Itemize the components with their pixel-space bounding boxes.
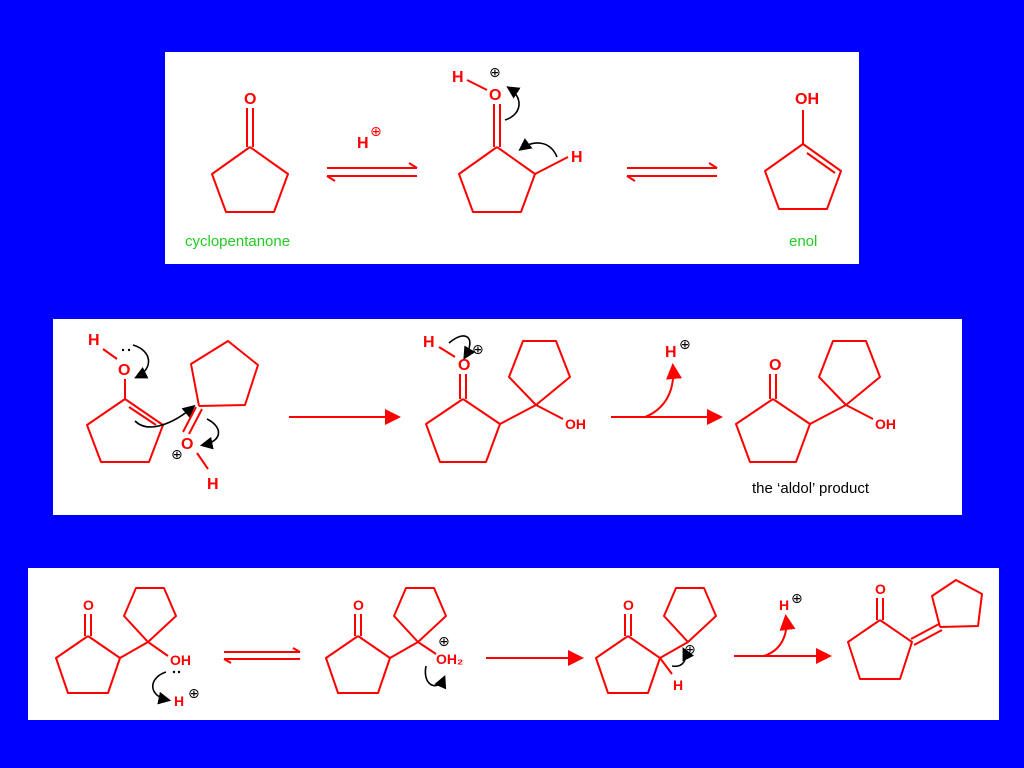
hydrogen-atom: H [207,476,219,493]
protonated-cyclopentanone: O H ⊕ [171,340,259,493]
ring-right [508,340,571,406]
panel-dehydration: O OH H ⊕ O OH₂ ⊕ O H [28,568,999,720]
oxygen-atom: O [118,362,130,379]
ring-bonds [764,143,842,210]
positive-charge: ⊕ [472,342,484,358]
equilibrium-arrow-1: H ⊕ [326,124,418,182]
equilibrium-arrow-3 [223,647,301,664]
deprotonation-arrow: H ⊕ [611,337,723,425]
proton-label: H [779,597,789,613]
cyclopentanone-molecule: O cyclopentanone [185,91,290,250]
protonated-alcohol: O OH₂ ⊕ [325,587,463,694]
enol-molecule: OH enol [764,91,842,250]
ring-bonds [190,340,259,407]
oxygen-atom: O [623,597,634,613]
proton-label: H [665,344,677,361]
curly-arrow-lone-pair [132,344,150,379]
oxygen-atom: O [244,91,256,108]
hydrogen-atom: H [452,69,464,86]
hydrogen-atom: H [571,149,583,166]
panel-aldol-addition: O H O H ⊕ O H ⊕ OH H ⊕ [53,319,962,515]
curly-arrow-protonation [151,671,172,705]
hydroxyl-group: OH [170,652,191,668]
panel1-svg: O cyclopentanone H ⊕ O H ⊕ H OH enol [185,65,842,250]
curly-arrow-c-h [518,138,558,158]
ring-bonds [458,146,536,213]
hydroxyl-group: OH [875,416,896,432]
oxygen-atom: O [83,597,94,613]
aldol-product-label: the ‘aldol’ product [752,480,870,497]
curly-arrow-o-h [504,86,521,121]
proton-label: H [174,693,184,709]
aldol-reactant: O OH H ⊕ [55,587,200,709]
ring-bonds [86,398,164,463]
positive-charge: ⊕ [489,65,501,81]
oxygen-atom: O [489,87,501,104]
hydroxyl-group: OH [565,416,586,432]
hydroxyl-group: OH [795,91,819,108]
oxygen-atom: O [458,357,470,374]
ring-right [931,579,983,628]
oxygen-atom: O [353,597,364,613]
panel2-svg: O H O H ⊕ O H ⊕ OH H ⊕ [86,332,896,497]
ring-right [123,587,177,643]
ring-left [595,635,661,694]
curly-arrow-double-bond [134,404,196,428]
ring-bonds [211,146,289,213]
ring-right [663,587,717,643]
positive-charge: ⊕ [791,591,803,607]
oxygen-atom: O [181,436,193,453]
enol-label: enol [789,233,817,250]
positive-charge: ⊕ [370,124,382,140]
enone-product: O [847,579,983,680]
panel3-svg: O OH H ⊕ O OH₂ ⊕ O H [55,579,983,709]
curly-arrow-carbonyl [199,418,220,450]
water-group: OH₂ [436,651,463,667]
positive-charge: ⊕ [171,447,183,463]
cyclopentanone-label: cyclopentanone [185,233,290,250]
equilibrium-arrow-2 [626,162,718,182]
panel-keto-enol-tautomerism: O cyclopentanone H ⊕ O H ⊕ H OH enol [165,52,859,264]
hydrogen-atom: H [88,332,100,349]
curly-arrow-leaving-group [424,665,447,690]
hydrogen-atom: H [673,677,683,693]
positive-charge: ⊕ [438,634,450,650]
deprotonation-arrow-2: H ⊕ [734,591,832,664]
positive-charge: ⊕ [679,337,691,353]
proton-label: H [357,135,369,152]
ring-left [735,398,811,463]
positive-charge: ⊕ [188,686,200,702]
ring-left [325,635,391,694]
oxygen-atom: O [875,581,886,597]
oxygen-atom: O [769,357,781,374]
curly-arrow-elimination [671,647,695,668]
curly-arrow-oh [448,335,476,360]
ring-left [847,619,913,680]
protonated-aldol-intermediate: O H ⊕ OH [423,334,586,463]
ring-left [55,635,121,694]
ring-right [818,340,881,406]
ring-right [393,587,447,643]
enol-reactant: O H [86,332,196,463]
carbocation-intermediate: O H ⊕ [595,587,717,694]
hydrogen-atom: H [423,334,435,351]
ring-left [425,398,501,463]
protonated-ketone-molecule: O H ⊕ H [452,65,583,213]
aldol-product: O OH the ‘aldol’ product [735,340,896,497]
